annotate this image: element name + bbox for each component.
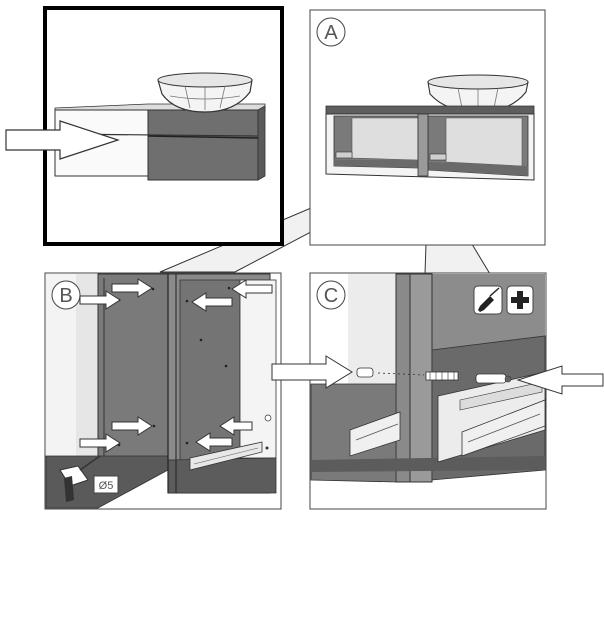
panel-b-label: B <box>59 285 72 307</box>
insert-arrow-left <box>271 355 353 389</box>
hole-arrows <box>79 278 273 453</box>
panel-a: A <box>309 9 546 246</box>
drill-icon <box>59 455 101 502</box>
panel-a-label: A <box>324 22 338 44</box>
phillips-cross-icon <box>506 285 534 315</box>
panel-b: B Ø5 <box>44 272 282 510</box>
insert-arrow-right <box>516 365 604 395</box>
overview-panel <box>5 6 284 246</box>
drill-size-label: Ø5 <box>99 480 114 492</box>
panel-c: C <box>271 272 604 510</box>
insert-arrow <box>5 120 120 160</box>
panel-c-label: C <box>324 285 338 307</box>
basin-icon <box>427 74 529 113</box>
basin-icon <box>157 72 253 113</box>
screwdriver-icon <box>473 285 503 315</box>
